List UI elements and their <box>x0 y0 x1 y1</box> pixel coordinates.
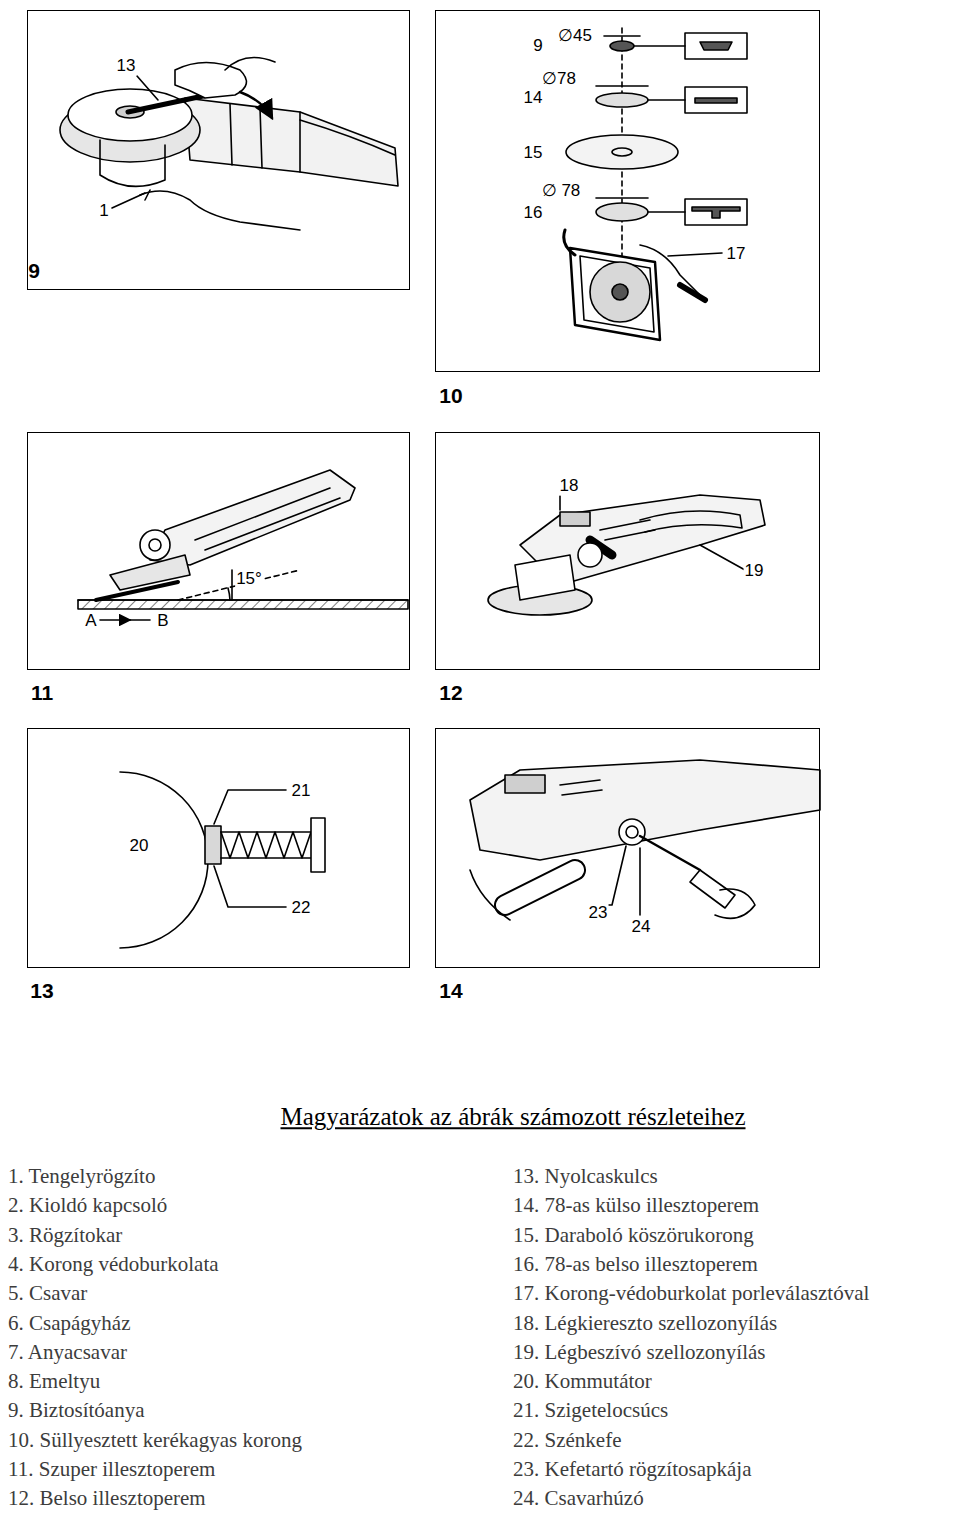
figure-number: 14 <box>439 979 462 1002</box>
callout-number: ∅78 <box>541 70 577 89</box>
figure-number: 10 <box>439 384 462 407</box>
callout-number: 19 <box>744 562 765 581</box>
part-name: 10. Süllyesztett kerékagyas korong <box>8 1429 302 1452</box>
grinding-angle-figure <box>78 470 408 620</box>
part-name: 14. 78-as külso illesztoperem <box>513 1195 759 1218</box>
part-name: 19. Légbeszívó szellozonyílás <box>513 1341 766 1364</box>
wrench-figure <box>60 58 398 231</box>
part-name: 9. Biztosítóanya <box>8 1400 144 1423</box>
part-name: 13. Nyolcaskulcs <box>513 1165 658 1188</box>
figure-number: 11 <box>31 681 53 704</box>
callout-number: 16 <box>523 204 544 223</box>
figure-panel: 232414 <box>435 728 820 968</box>
brush-cap-figure <box>470 760 820 920</box>
part-name: 20. Kommutátor <box>513 1371 652 1394</box>
part-name: 17. Korong-védoburkolat porleválasztóval <box>513 1283 869 1306</box>
callout-number: 13 <box>116 57 137 76</box>
ventilation-figure <box>488 485 765 615</box>
figure-panel: 181912 <box>435 432 820 670</box>
callout-number: 18 <box>559 477 580 496</box>
part-name: 11. Szuper illesztoperem <box>8 1458 215 1481</box>
callout-number: 1 <box>98 202 109 221</box>
commutator-brush-figure <box>120 772 325 948</box>
figure-number: 12 <box>439 681 462 704</box>
figure-number: 9 <box>28 259 40 282</box>
legend-title: Magyarázatok az ábrák számozott részlete… <box>280 1103 745 1131</box>
part-name: 18. Légkiereszto szellozonyílás <box>513 1312 777 1335</box>
figure-panel: 9∅45∅781415∅ 78161710 <box>435 10 820 372</box>
callout-number: A <box>84 612 97 631</box>
part-name: 6. Csapágyház <box>8 1312 130 1335</box>
part-name: 12. Belso illesztoperem <box>8 1488 206 1511</box>
callout-number: 15 <box>523 144 544 163</box>
wheel-assembly-figure <box>564 28 747 340</box>
part-name: 15. Daraboló köszörukorong <box>513 1224 754 1247</box>
part-name: 21. Szigetelocsúcs <box>513 1400 668 1423</box>
callout-number: 20 <box>129 837 150 856</box>
callout-number: 23 <box>588 904 609 923</box>
callout-number: ∅45 <box>557 27 593 46</box>
callout-number: 9 <box>532 37 543 56</box>
figure-panel: 13 1 9 <box>27 10 410 290</box>
figure-panel: 21202213 <box>27 728 410 968</box>
part-name: 7. Anyacsavar <box>8 1341 127 1364</box>
callout-number: ∅ 78 <box>541 182 582 201</box>
callout-number: B <box>156 612 169 631</box>
figure-panel: 15°AB11 <box>27 432 410 670</box>
callout-number: 14 <box>523 89 544 108</box>
part-name: 2. Kioldó kapcsoló <box>8 1195 167 1218</box>
part-name: 5. Csavar <box>8 1283 87 1306</box>
part-name: 24. Csavarhúzó <box>513 1488 644 1511</box>
part-name: 3. Rögzítokar <box>8 1224 122 1247</box>
part-name: 23. Kefetartó rögzítosapkája <box>513 1458 752 1481</box>
callout-number: 24 <box>631 918 652 937</box>
part-name: 4. Korong védoburkolata <box>8 1253 219 1276</box>
part-name: 16. 78-as belso illesztoperem <box>513 1253 758 1276</box>
part-name: 22. Szénkefe <box>513 1429 621 1452</box>
figure-number: 13 <box>30 979 53 1002</box>
callout-number: 21 <box>291 782 312 801</box>
callout-number: 22 <box>291 899 312 918</box>
callout-number: 17 <box>726 245 747 264</box>
part-name: 1. Tengelyrögzíto <box>8 1165 155 1188</box>
callout-number: 15° <box>235 570 263 589</box>
part-name: 8. Emeltyu <box>8 1371 100 1394</box>
